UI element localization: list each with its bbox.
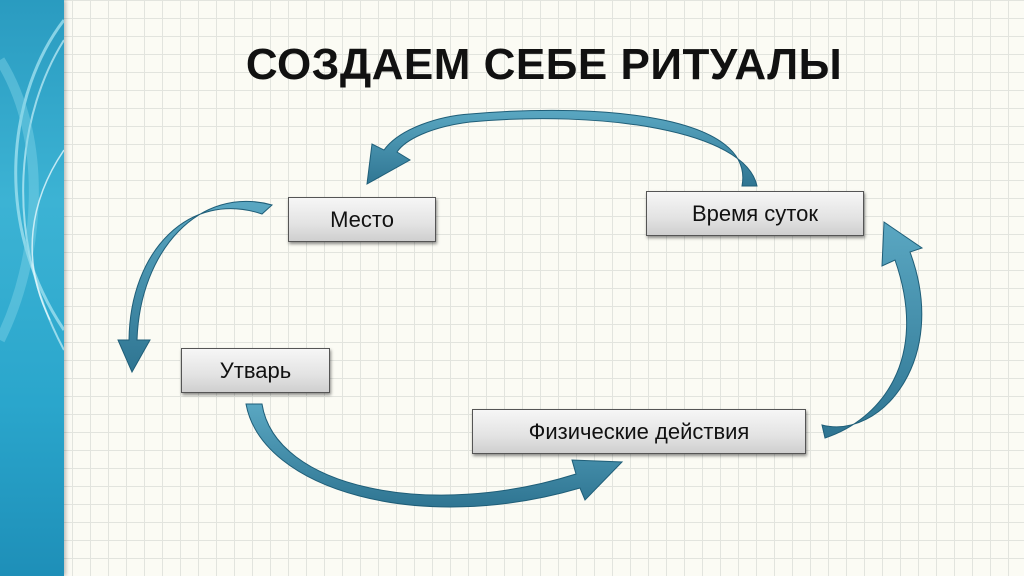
node-fizicheskie-deystviya: Физические действия	[472, 409, 806, 454]
arrow-mesto-to-utvar	[117, 200, 274, 374]
node-utvar: Утварь	[181, 348, 330, 393]
slide-title: СОЗДАЕМ СЕБЕ РИТУАЛЫ	[245, 40, 843, 89]
arrow-fizicheskie-to-vremya	[821, 221, 924, 439]
arrow-vremya-to-mesto	[366, 109, 758, 187]
decorative-sidebar	[0, 0, 64, 576]
node-mesto: Место	[288, 197, 436, 242]
node-vremya-sutok: Время суток	[646, 191, 864, 236]
arrow-utvar-to-fizicheskie	[245, 403, 624, 508]
